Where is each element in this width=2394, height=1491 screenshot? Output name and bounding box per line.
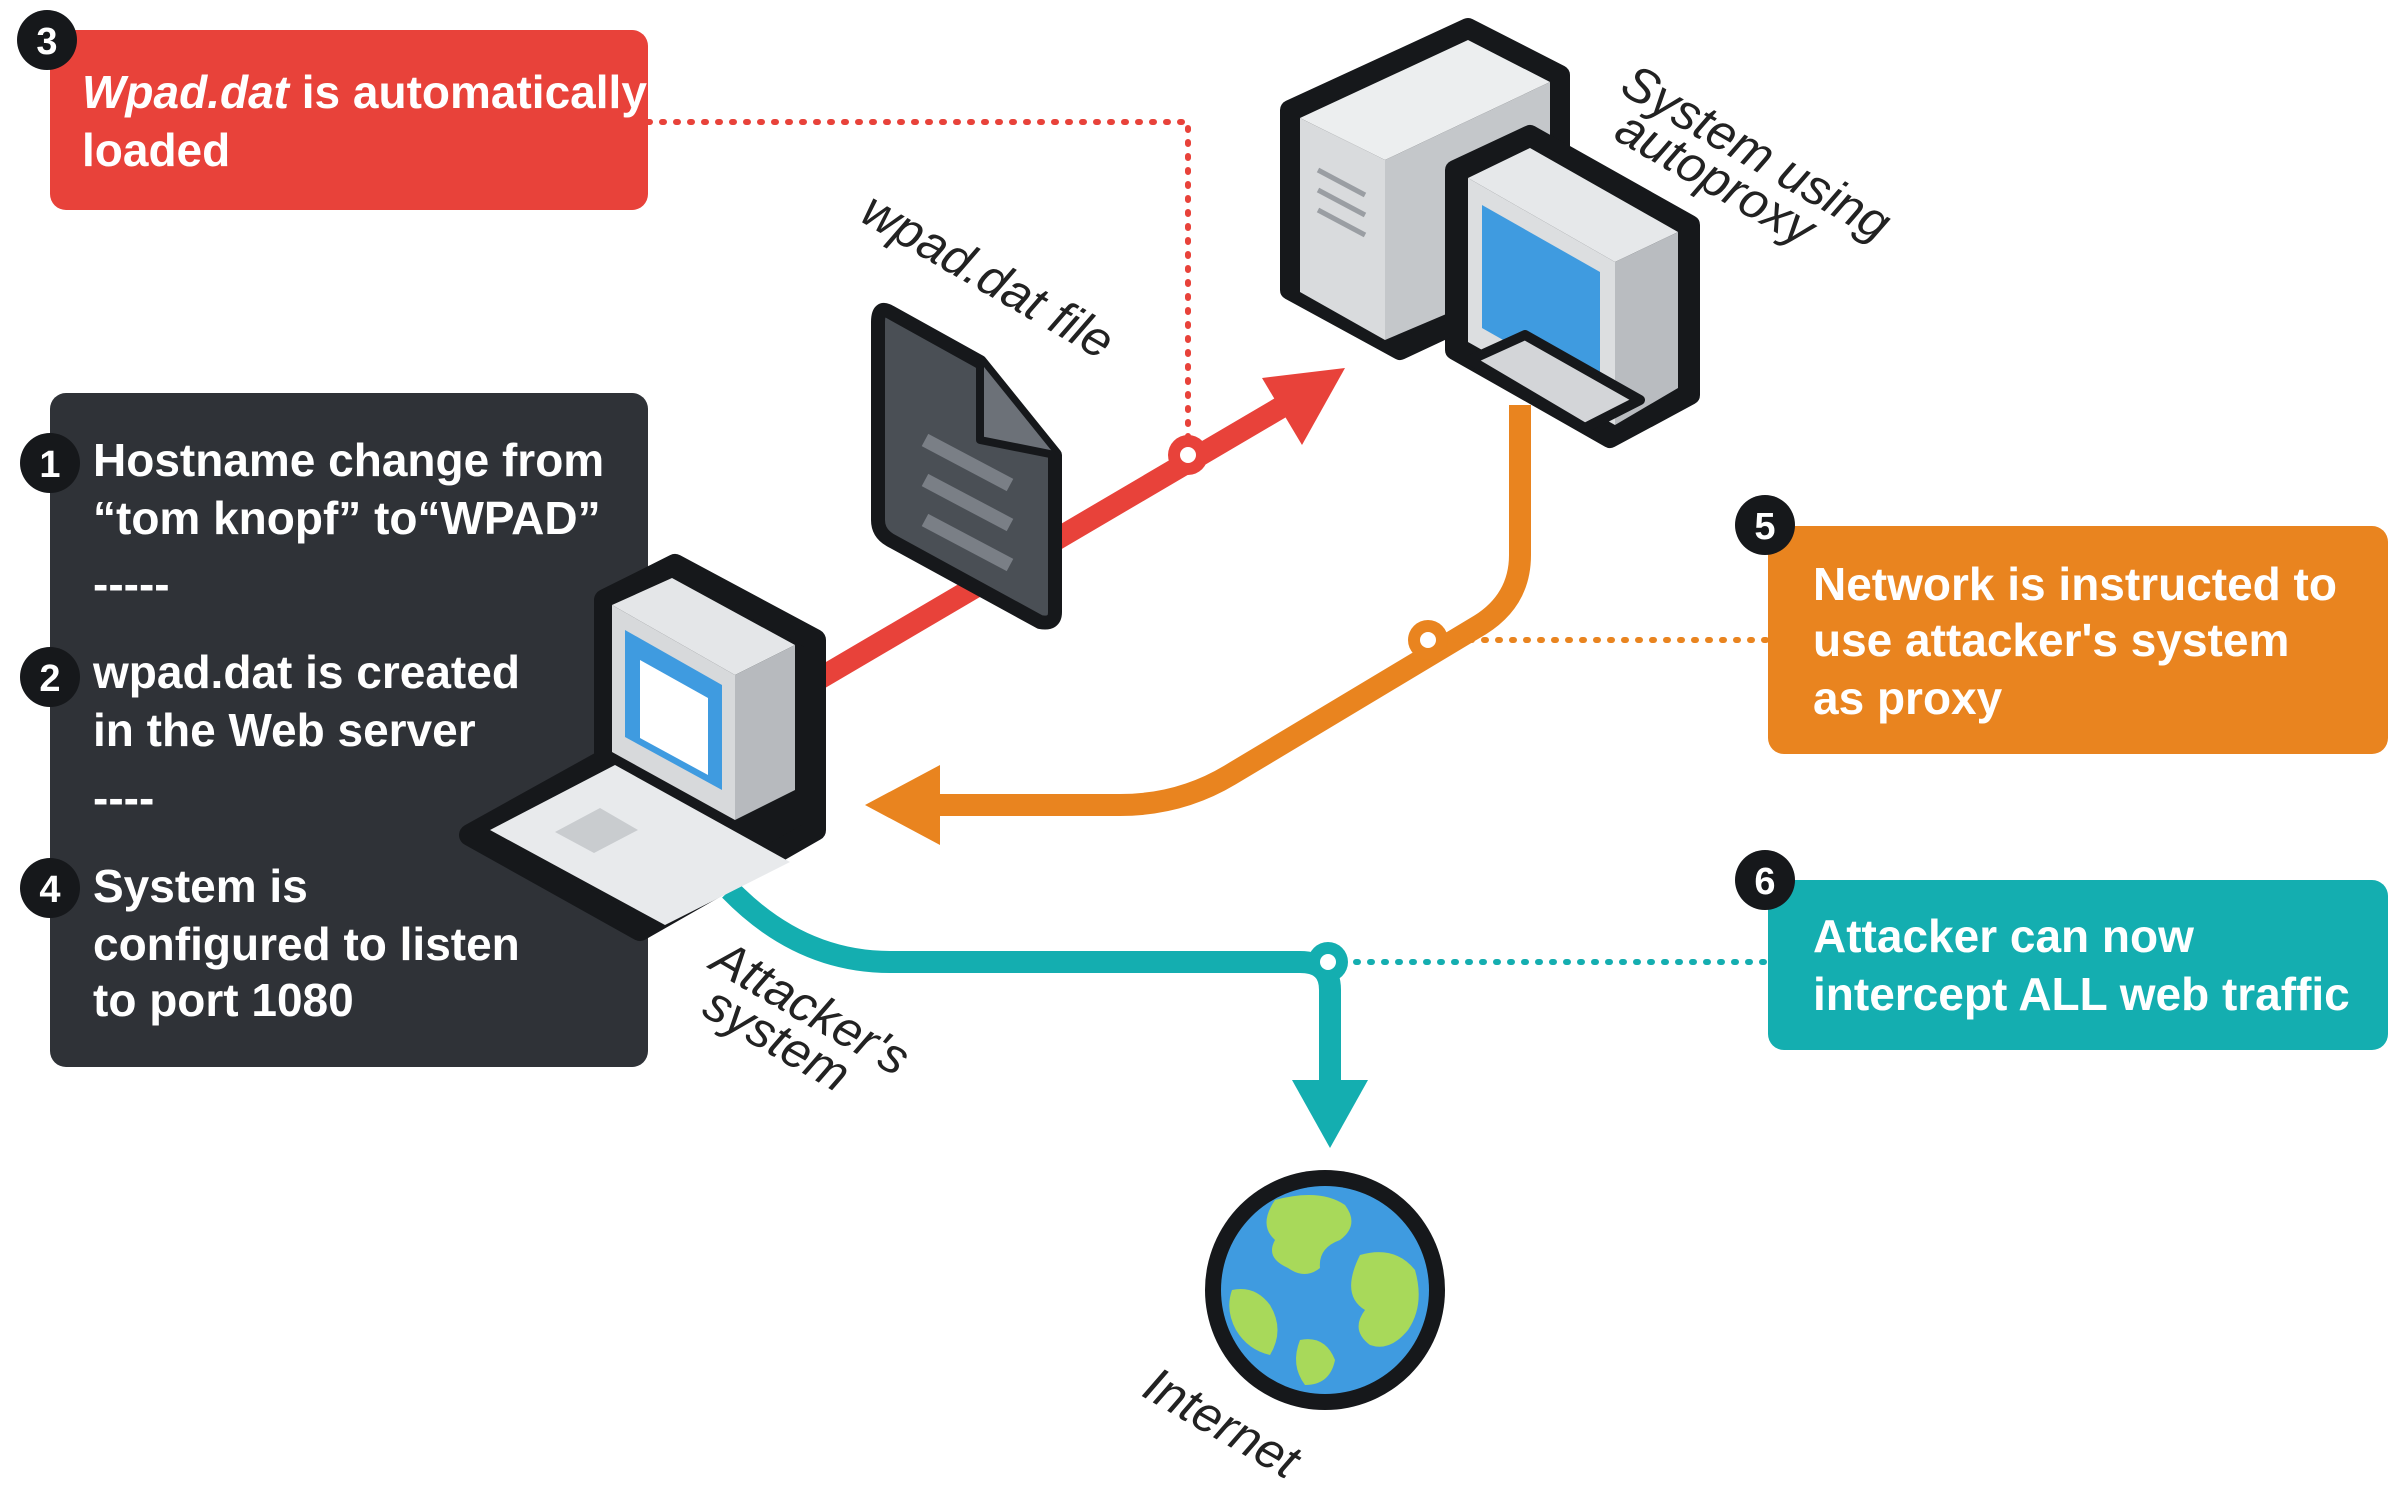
step1-line2: “tom knopf” to“WPAD” [93,492,601,544]
step6-badge: 6 [1754,861,1775,903]
separator-1: ----- [93,558,170,610]
step4-line3: to port 1080 [93,974,354,1026]
step4-line2: configured to listen [93,918,520,970]
dotted-leaders [645,119,1773,965]
step6-line2: intercept ALL web traffic [1813,968,2350,1020]
desktop-computer-icon [1280,18,1700,448]
document-icon [871,303,1062,630]
step3-line1: Wpad.dat is automatically [82,66,647,118]
step5-badge: 5 [1754,506,1775,548]
step5-line2: use attacker's system [1813,614,2289,666]
callout-step6: Attacker can now intercept ALL web traff… [1735,850,2388,1050]
step6-line1: Attacker can now [1813,910,2194,962]
callout-step3: Wpad.dat is automatically loaded 3 [17,10,648,210]
orange-flow-arrow [865,405,1531,845]
steps-panel: 1 Hostname change from “tom knopf” to“WP… [20,393,648,1067]
step1-line1: Hostname change from [93,434,604,486]
globe-icon [1205,1170,1445,1410]
step2-line2: in the Web server [93,704,476,756]
step1-badge: 1 [39,444,60,486]
step2-badge: 2 [39,658,60,700]
step3-badge: 3 [36,21,57,63]
step3-line2: loaded [82,124,230,176]
step4-line1: System is [93,860,308,912]
step4-badge: 4 [39,869,60,911]
laptop-icon [459,554,826,941]
junction-dots [1168,435,1448,982]
step2-line1: wpad.dat is created [92,646,520,698]
step5-line3: as proxy [1813,672,2003,724]
separator-2: ---- [93,772,154,824]
step5-line1: Network is instructed to [1813,558,2337,610]
callout-step5: Network is instructed to use attacker's … [1735,495,2388,754]
